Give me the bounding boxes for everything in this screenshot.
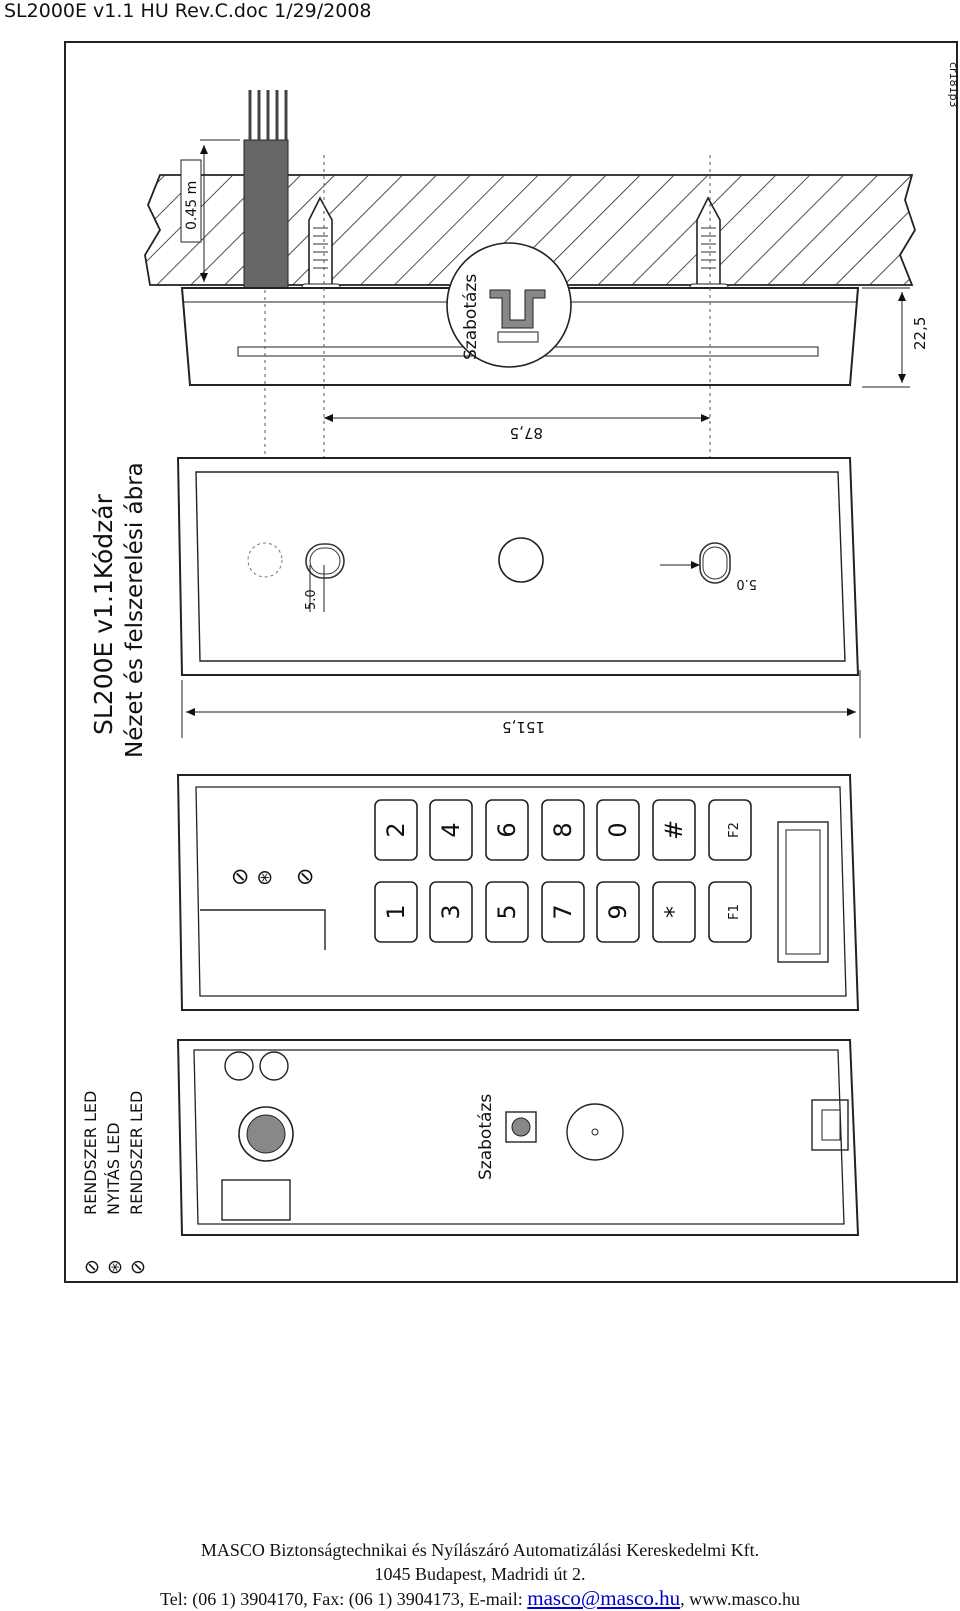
key-8-label: 9 [604, 904, 632, 919]
footer-company: MASCO Biztonságtechnikai és Nyílászáró A… [200, 1540, 760, 1560]
key-3-button[interactable] [429, 799, 473, 861]
key-7-label: 8 [549, 822, 577, 837]
key-1-label: 2 [382, 822, 410, 837]
key-7-button[interactable] [541, 799, 585, 861]
cable [243, 90, 289, 289]
key-6-button[interactable] [541, 881, 585, 943]
fkey-f2-button[interactable] [708, 799, 752, 861]
legend-label-system-2: RENDSZER LED [127, 1091, 146, 1215]
svg-text:5.0: 5.0 [736, 576, 757, 591]
key-10-label: * [660, 906, 688, 918]
inner-back-view: Szabotázs [176, 1039, 860, 1236]
wall-anchors [301, 196, 729, 295]
footer-address: 1045 Budapest, Madridi út 2. [374, 1564, 586, 1584]
footer-contact: Tel: (06 1) 3904170, Fax: (06 1) 3904173… [160, 1586, 800, 1610]
drawing-frame [64, 41, 958, 1283]
legend-icon-1: ⊘ [81, 1259, 103, 1275]
key-8-button[interactable] [596, 881, 640, 943]
document-footer: MASCO Biztonságtechnikai és Nyílászáró A… [0, 1538, 960, 1611]
key-4-button[interactable] [485, 881, 529, 943]
wall-section [144, 174, 916, 286]
key-0-label: 1 [382, 904, 410, 919]
drawing-code: cr181p3 [947, 62, 960, 108]
led-icon-system-1: ⊘ [228, 868, 253, 886]
key-2-label: 3 [437, 904, 465, 919]
svg-text:151,5: 151,5 [502, 718, 545, 736]
tamper-label-bottom: Szabotázs [476, 1094, 496, 1180]
svg-text:5.0: 5.0 [304, 589, 319, 610]
tamper-detail: Szabotázs [446, 242, 572, 368]
key-9-button[interactable] [596, 799, 640, 861]
svg-text:0.45 m: 0.45 m [184, 181, 200, 230]
legend-label-open: NYITÁS LED [104, 1122, 123, 1215]
key-1-button[interactable] [374, 799, 418, 861]
drawing-title-line2: Nézet és felszerelési ábra [122, 462, 148, 758]
fkey-f1-label: F1 [727, 904, 742, 920]
svg-text:22,5: 22,5 [911, 317, 929, 350]
key-9-label: 0 [604, 822, 632, 837]
key-5-label: 6 [493, 822, 521, 837]
legend-icon-3: ⊘ [127, 1259, 149, 1275]
key-0-button[interactable] [374, 881, 418, 943]
led-legend: ⊘ RENDSZER LED ⊛ NYITÁS LED ⊘ RENDSZER L… [81, 1091, 149, 1275]
back-plate: 5.0 5.0 [176, 457, 860, 676]
key-11-label: # [660, 820, 688, 840]
key-2-button[interactable] [429, 881, 473, 943]
key-4-label: 5 [493, 904, 521, 919]
key-11-button[interactable] [652, 799, 696, 861]
key-3-label: 4 [437, 822, 465, 837]
email-link[interactable]: masco@masco.hu [527, 1586, 681, 1610]
key-5-button[interactable] [485, 799, 529, 861]
document-header: SL2000E v1.1 HU Rev.C.doc 1/29/2008 [4, 0, 372, 22]
drawing-title-line1: SL200E v1.1Kódzár [89, 493, 118, 735]
fkey-f1-button[interactable] [708, 881, 752, 943]
length-dimension: 151,5 [181, 670, 861, 738]
depth-dimension: 22,5 [862, 287, 929, 388]
key-10-button[interactable] [652, 881, 696, 943]
legend-label-system-1: RENDSZER LED [81, 1091, 100, 1215]
led-icon-open: ⊛ [252, 869, 276, 886]
keypad-front-view: ⊘ ⊛ ⊘ 1 2 3 4 5 6 7 8 9 0 * # F1 F2 [176, 774, 860, 1011]
tamper-label-top: Szabotázs [461, 274, 481, 360]
svg-text:87,5: 87,5 [510, 424, 543, 442]
hole-distance-dimension: 87,5 [324, 414, 710, 442]
led-icon-system-2: ⊘ [293, 868, 318, 886]
legend-icon-2: ⊛ [104, 1259, 126, 1275]
cable-length-dimension: 0.45 m [180, 139, 240, 282]
key-6-label: 7 [549, 904, 577, 919]
fkey-f2-label: F2 [727, 822, 742, 838]
